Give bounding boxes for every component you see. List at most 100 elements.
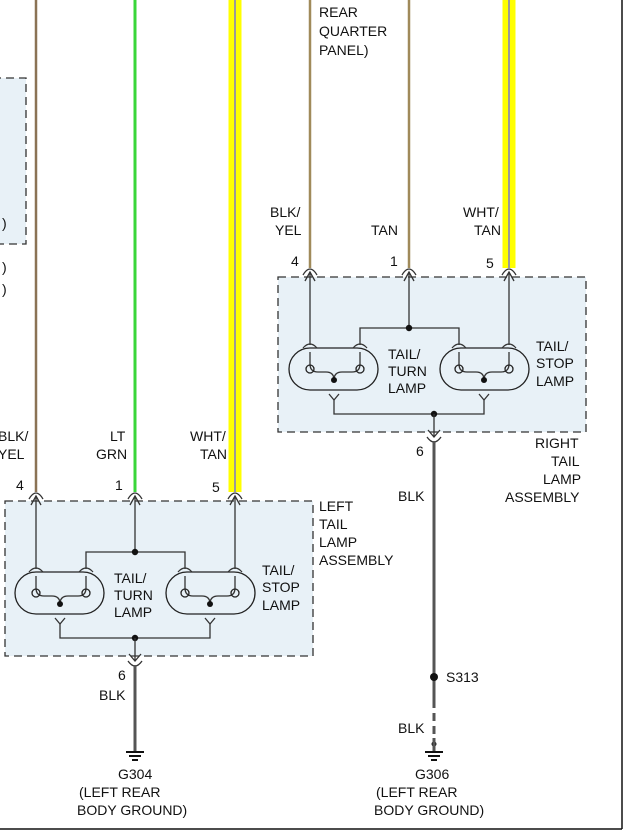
- left-wire-label-yel: YEL: [0, 446, 25, 462]
- partial-component-box: [0, 77, 27, 245]
- left-arrow-1: [129, 494, 141, 506]
- right-bulb1-center: [331, 377, 337, 383]
- left-tail-stop-label-1: TAIL/: [262, 562, 295, 578]
- right-wire-label-yel: YEL: [275, 222, 302, 238]
- right-arrow-1: [403, 270, 415, 282]
- left-assembly-label-4: ASSEMBLY: [319, 552, 394, 568]
- right-bulb1-loop-a: [305, 364, 315, 374]
- right-bulb2-socket-b: [501, 343, 517, 349]
- right-assembly-label-3: LAMP: [543, 471, 581, 487]
- right-pin-6: 6: [416, 443, 424, 459]
- left-pin6-arrow: [128, 653, 142, 662]
- right-assembly-label-1: RIGHT: [535, 435, 579, 451]
- right-bulb2-center: [481, 377, 487, 383]
- quarter-panel-label-4: PANEL): [319, 42, 369, 58]
- left-pin-6: 6: [118, 667, 126, 683]
- quarter-panel-label-3: QUARTER: [319, 23, 387, 39]
- left-pin5-connector: [227, 492, 243, 500]
- g304-label: G304: [118, 766, 152, 782]
- left-bulb1-loop-a: [31, 588, 41, 598]
- left-assembly-label-1: LEFT: [319, 498, 354, 514]
- left-ground-wire-label: BLK: [99, 687, 126, 703]
- left-bulb1-socket-b: [78, 567, 94, 573]
- left-tail-turn-label-2: TURN: [114, 587, 153, 603]
- left-bulb2-socket-b: [227, 567, 243, 573]
- partial-label-1: ): [2, 215, 7, 231]
- left-bulb1-loop-b: [81, 588, 91, 598]
- right-tail-stop-label-1: TAIL/: [536, 338, 569, 354]
- right-ground-wire-label: BLK: [398, 488, 425, 504]
- left-bulb1-center: [57, 601, 63, 607]
- right-assembly-label-4: ASSEMBLY: [505, 489, 580, 505]
- left-tail-turn-bulb: [14, 571, 105, 615]
- left-bus-junction: [131, 548, 139, 556]
- left-pin-1: 1: [115, 477, 123, 493]
- right-wire-label-wht: WHT/: [463, 204, 499, 220]
- partial-label-2: ): [2, 259, 7, 275]
- left-bulb1-filament-a: [35, 576, 61, 605]
- right-tail-turn-label-2: TURN: [388, 363, 427, 379]
- right-arrow-5: [503, 270, 515, 282]
- right-assembly-label-2: TAIL: [551, 453, 580, 469]
- right-bulb2-socket-a: [451, 343, 467, 349]
- right-bulb2-loop-b: [504, 364, 514, 374]
- right-bulb2-filament-b: [483, 352, 510, 381]
- right-bulb1-socket-a: [302, 343, 318, 349]
- left-arrow-4: [30, 494, 42, 506]
- right-bulb1-filament-a: [309, 352, 335, 381]
- splice-label: S313: [446, 669, 479, 685]
- g306-label: G306: [415, 766, 449, 782]
- g304-label-2: (LEFT REAR: [79, 784, 160, 800]
- left-tail-stop-label-3: LAMP: [262, 597, 300, 613]
- right-tail-stop-label-3: LAMP: [536, 373, 574, 389]
- g304-label-3: BODY GROUND): [77, 802, 187, 818]
- right-tail-lamp-box: [277, 276, 587, 433]
- right-tail-turn-label-3: LAMP: [388, 380, 426, 396]
- left-bulb2-filament-a: [184, 576, 211, 605]
- right-tail-stop-bulb: [439, 347, 530, 391]
- right-ground-bus: [333, 400, 485, 415]
- right-tail-turn-bulb: [288, 347, 379, 391]
- left-tail-turn-label-3: LAMP: [114, 604, 152, 620]
- g306-label-3: BODY GROUND): [374, 802, 484, 818]
- left-assembly-label-2: TAIL: [319, 516, 348, 532]
- right-pin5-connector: [501, 268, 517, 276]
- right-bulb2-loop-a: [454, 364, 464, 374]
- left-pin1-connector: [127, 492, 143, 500]
- right-arrow-4: [304, 270, 316, 282]
- right-pin6-arrow: [427, 429, 441, 438]
- left-wire-label-wht: WHT/: [190, 428, 226, 444]
- left-wire-label-grn: GRN: [96, 446, 127, 462]
- right-wire-label-blk: BLK/: [270, 204, 300, 220]
- right-tail-turn-label-1: TAIL/: [388, 346, 421, 362]
- right-pin-1: 1: [390, 253, 398, 269]
- left-pin-4: 4: [16, 477, 24, 493]
- left-bulb1-socket-a: [28, 567, 44, 573]
- left-wire-label-blk: BLK/: [0, 428, 28, 444]
- left-tail-turn-label-1: TAIL/: [114, 570, 147, 586]
- g306-label-2: (LEFT REAR: [376, 784, 457, 800]
- left-bulb2-filament-b: [209, 576, 236, 605]
- right-bulb1-filament-b: [333, 352, 361, 381]
- left-tail-stop-label-2: STOP: [262, 579, 300, 595]
- left-assembly-label-3: LAMP: [319, 534, 357, 550]
- splice-s313: [430, 673, 438, 681]
- right-wire-label-tan: TAN: [371, 222, 398, 238]
- right-pin-5: 5: [486, 255, 494, 271]
- left-tail-stop-bulb: [165, 571, 256, 615]
- left-arrow-5: [229, 494, 241, 506]
- right-pin-4: 4: [291, 253, 299, 269]
- left-wire-label-lt: LT: [110, 428, 126, 444]
- left-bulb2-socket-a: [177, 567, 193, 573]
- right-pin4-connector: [302, 268, 318, 276]
- left-wire-label-wht-tan: TAN: [200, 446, 227, 462]
- right-tail-stop-label-2: STOP: [536, 355, 574, 371]
- left-bulb2-loop-b: [230, 588, 240, 598]
- left-bulb1-filament-b: [59, 576, 87, 605]
- right-bus-junction: [405, 324, 413, 332]
- right-pin1-connector: [401, 268, 417, 276]
- right-bulb2-filament-a: [458, 352, 485, 381]
- left-bulb2-loop-a: [180, 588, 190, 598]
